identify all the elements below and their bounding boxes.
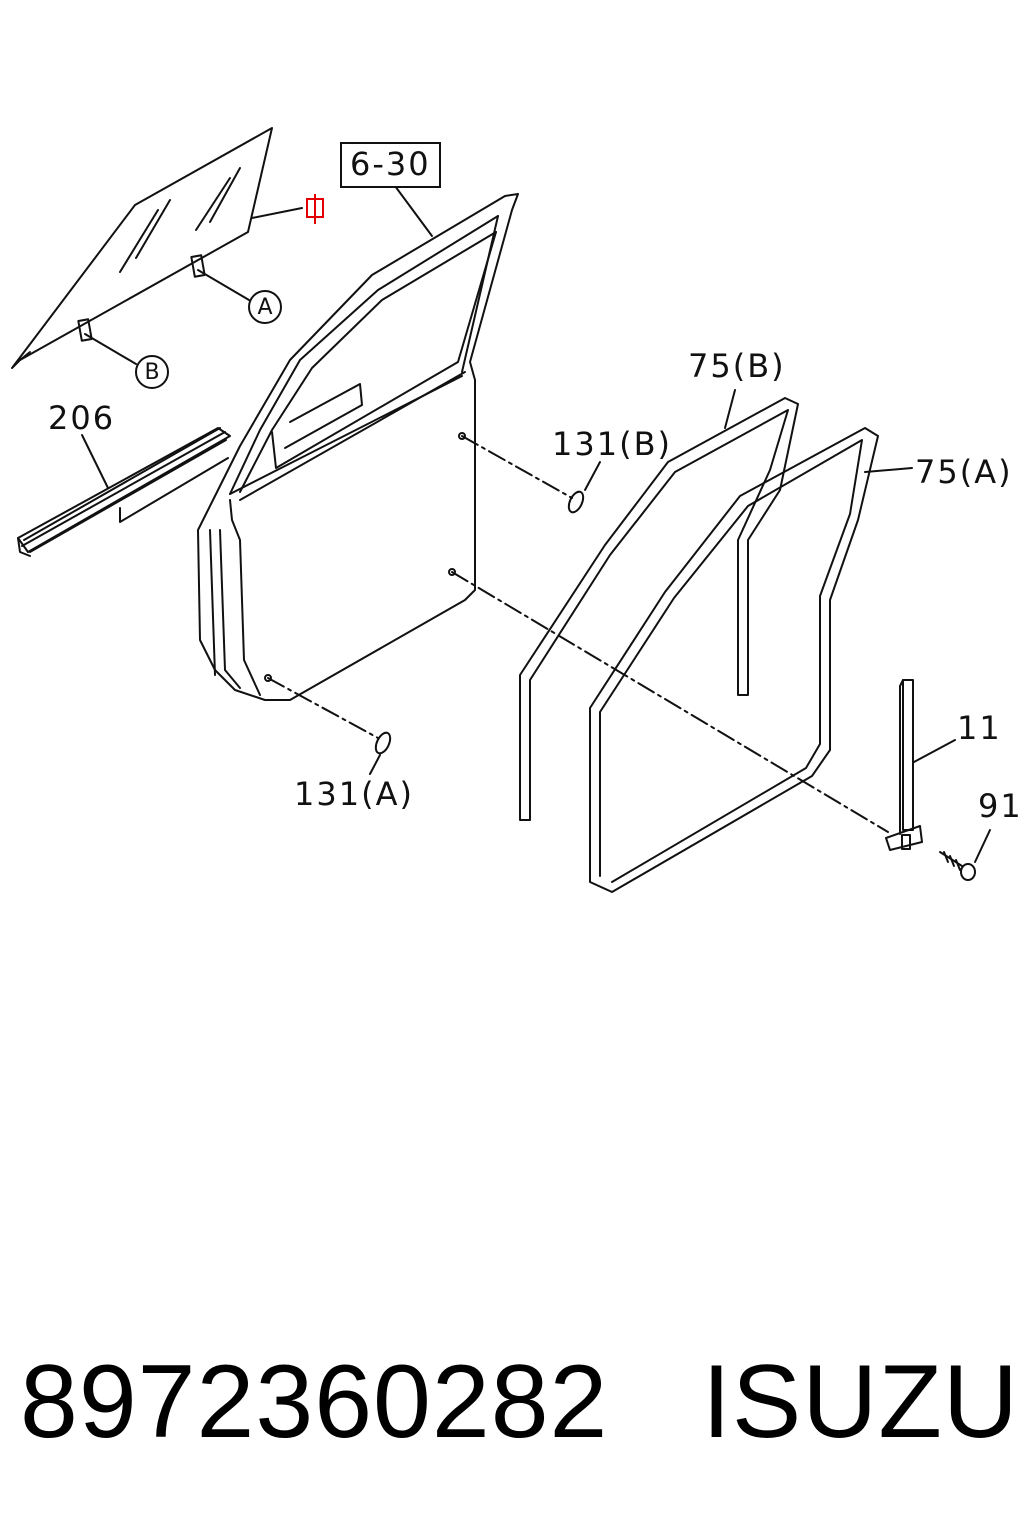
callout-75a[interactable]: 75(A) [915, 453, 1013, 491]
callout-206[interactable]: 206 [48, 399, 116, 437]
callout-131b[interactable]: 131(B) [552, 425, 672, 463]
callout-75b[interactable]: 75(B) [688, 347, 786, 385]
circle-label-a: A [248, 290, 282, 324]
screw-91 [939, 829, 991, 881]
belt-seal-206 [17, 427, 231, 557]
circle-label-b: B [135, 355, 169, 389]
sash-11 [885, 679, 956, 851]
callout-91[interactable]: 91 [978, 787, 1023, 825]
brand-name: ISUZU [702, 1344, 1019, 1460]
locator-lines [267, 435, 889, 833]
exploded-door-diagram [11, 127, 991, 893]
callout-131a[interactable]: 131(A) [294, 775, 414, 813]
door-glass [11, 127, 303, 369]
footer: 8972360282 ISUZU [0, 1350, 1024, 1470]
plug-131b [567, 490, 585, 514]
door-frame [197, 185, 519, 701]
ref-box-6-30[interactable]: 6-30 [340, 142, 441, 188]
callout-11[interactable]: 11 [957, 709, 1002, 747]
weatherstrip-75a [589, 427, 913, 893]
weatherstrip-75b [519, 389, 799, 821]
plug-131a [374, 731, 392, 755]
highlight-marker-icon [306, 194, 324, 224]
part-number: 8972360282 [20, 1344, 609, 1460]
